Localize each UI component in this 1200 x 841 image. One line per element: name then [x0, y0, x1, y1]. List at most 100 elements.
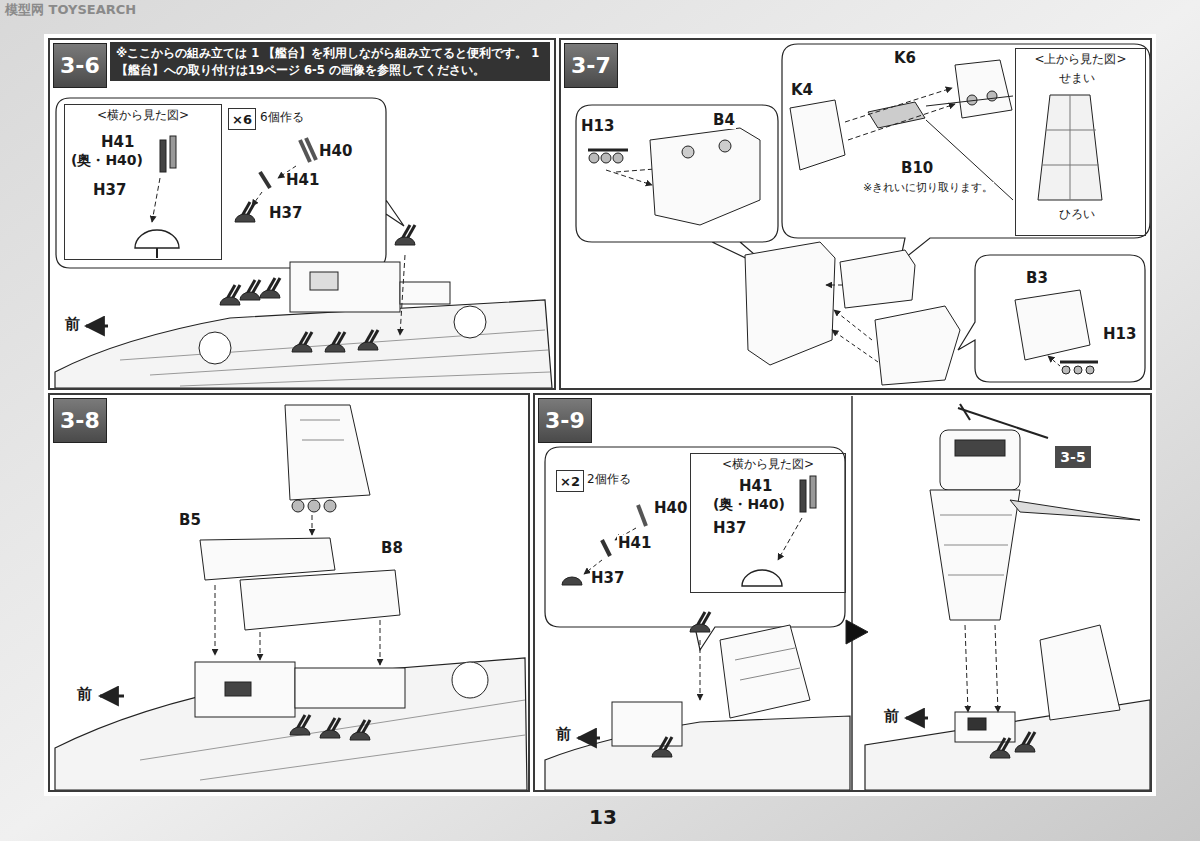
illustration-part — [452, 662, 488, 698]
illustration-part — [240, 280, 260, 300]
illustration-part — [1074, 366, 1082, 374]
panel-3-7-art — [576, 44, 1150, 385]
step-number: 3-7 — [564, 43, 618, 88]
part-label: H41 — [100, 134, 135, 151]
step-panel: 3-9×2<横から見た図>3-5 — [533, 393, 1152, 792]
part-label: H41 — [617, 535, 652, 552]
part-label: H37 — [590, 570, 625, 587]
illustration-part — [220, 285, 240, 305]
illustration-part — [682, 146, 694, 158]
part-label: H41 — [738, 478, 773, 495]
illustration-part — [215, 585, 216, 655]
illustration-part — [719, 140, 731, 152]
part-label: H40 — [653, 500, 688, 517]
illustration-part — [601, 153, 611, 163]
direction-label: 前 — [76, 686, 93, 703]
illustration-part — [44, 34, 1156, 796]
illustration-part — [290, 262, 400, 312]
illustration-part — [968, 718, 986, 730]
illustration-part — [56, 98, 404, 268]
illustration-part — [926, 96, 1013, 106]
illustration-part — [100, 695, 124, 698]
illustration-part — [834, 310, 872, 340]
illustration-part — [170, 136, 176, 168]
illustration-part — [292, 500, 304, 512]
count-box: ×6 — [228, 108, 256, 130]
illustration-part — [995, 625, 998, 712]
illustration-part — [285, 405, 370, 500]
illustration-part — [800, 480, 806, 512]
illustration-part — [832, 330, 878, 362]
view-box: <横から見た図> — [690, 453, 846, 593]
illustration-part — [851, 396, 852, 790]
part-label: K6 — [893, 50, 917, 67]
illustration-part — [875, 306, 960, 385]
illustration-part — [200, 538, 335, 580]
illustration-part — [960, 404, 970, 420]
direction-label: 前 — [64, 316, 81, 333]
illustration-part — [700, 640, 701, 700]
count-note: 6個作る — [259, 111, 305, 124]
illustration-part — [400, 255, 405, 335]
illustration-part — [840, 250, 915, 308]
note-band: ※ここからの組み立ては 1 【艦台】を利用しながら組み立てると便利です。 1 【… — [110, 42, 550, 81]
illustration-part — [1010, 500, 1140, 520]
step-reference: 3-5 — [1055, 446, 1091, 468]
illustration-part — [846, 620, 868, 644]
illustration-part — [940, 430, 1020, 490]
part-label: H37 — [92, 182, 127, 199]
watermark: 模型网 TOYSEARCH — [4, 3, 137, 17]
illustration-part — [260, 632, 261, 660]
note-text: ※ここからの組み立ては 1 【艦台】を利用しながら組み立てると便利です。 1 【… — [116, 45, 544, 78]
cut-note: ※きれいに切り取ります。 — [862, 182, 994, 194]
view-title: <横から見た図> — [65, 105, 221, 124]
illustration-part — [1040, 625, 1120, 720]
illustration-part — [578, 737, 600, 740]
illustration-part — [454, 306, 486, 338]
illustration-part — [810, 476, 816, 508]
illustration-part — [308, 500, 320, 512]
illustration-part — [650, 128, 760, 225]
part-label: B3 — [1025, 270, 1049, 287]
illustration-part — [790, 100, 845, 170]
illustration-part — [310, 272, 338, 290]
illustration-part — [1015, 732, 1035, 752]
illustration-part — [906, 717, 928, 720]
illustration-part — [350, 720, 370, 740]
illustration-part — [380, 620, 381, 665]
illustration-part — [135, 230, 179, 248]
step-panel: 3-6※ここからの組み立ては 1 【艦台】を利用しながら組み立てると便利です。 … — [48, 38, 556, 390]
illustration-part — [1048, 356, 1060, 366]
part-label: (奥・H40) — [712, 497, 786, 512]
step-panel: 3-8 — [48, 393, 530, 792]
illustration-part — [1062, 366, 1070, 374]
illustration-part — [958, 255, 1145, 382]
part-label: (奥・H40) — [70, 153, 144, 168]
panel-3-6-art — [55, 98, 552, 388]
illustration-part — [588, 149, 628, 152]
illustration-part — [86, 325, 108, 328]
illustration-part — [955, 712, 1015, 742]
illustration-part — [1060, 361, 1098, 364]
illustration-part — [576, 105, 778, 272]
illustration-part — [955, 60, 1012, 118]
part-label: H41 — [285, 172, 320, 189]
count-badge: ×6 — [232, 112, 252, 127]
illustration-part — [826, 285, 842, 286]
illustration-part — [225, 682, 251, 696]
illustration-part — [55, 658, 527, 790]
illustration-part — [120, 330, 550, 386]
illustration-part — [152, 178, 160, 222]
part-label: B10 — [900, 160, 934, 177]
view-title: <上から見た図> — [1016, 49, 1145, 68]
panel-3-9-art — [545, 396, 1150, 790]
illustration-part — [260, 172, 270, 188]
illustration-part — [400, 282, 450, 304]
illustration-part — [295, 668, 405, 708]
illustration-part — [690, 612, 710, 632]
illustration-part — [358, 330, 378, 350]
illustration-part — [1015, 290, 1090, 360]
page-number: 13 — [588, 806, 618, 828]
illustration-part — [778, 518, 802, 560]
